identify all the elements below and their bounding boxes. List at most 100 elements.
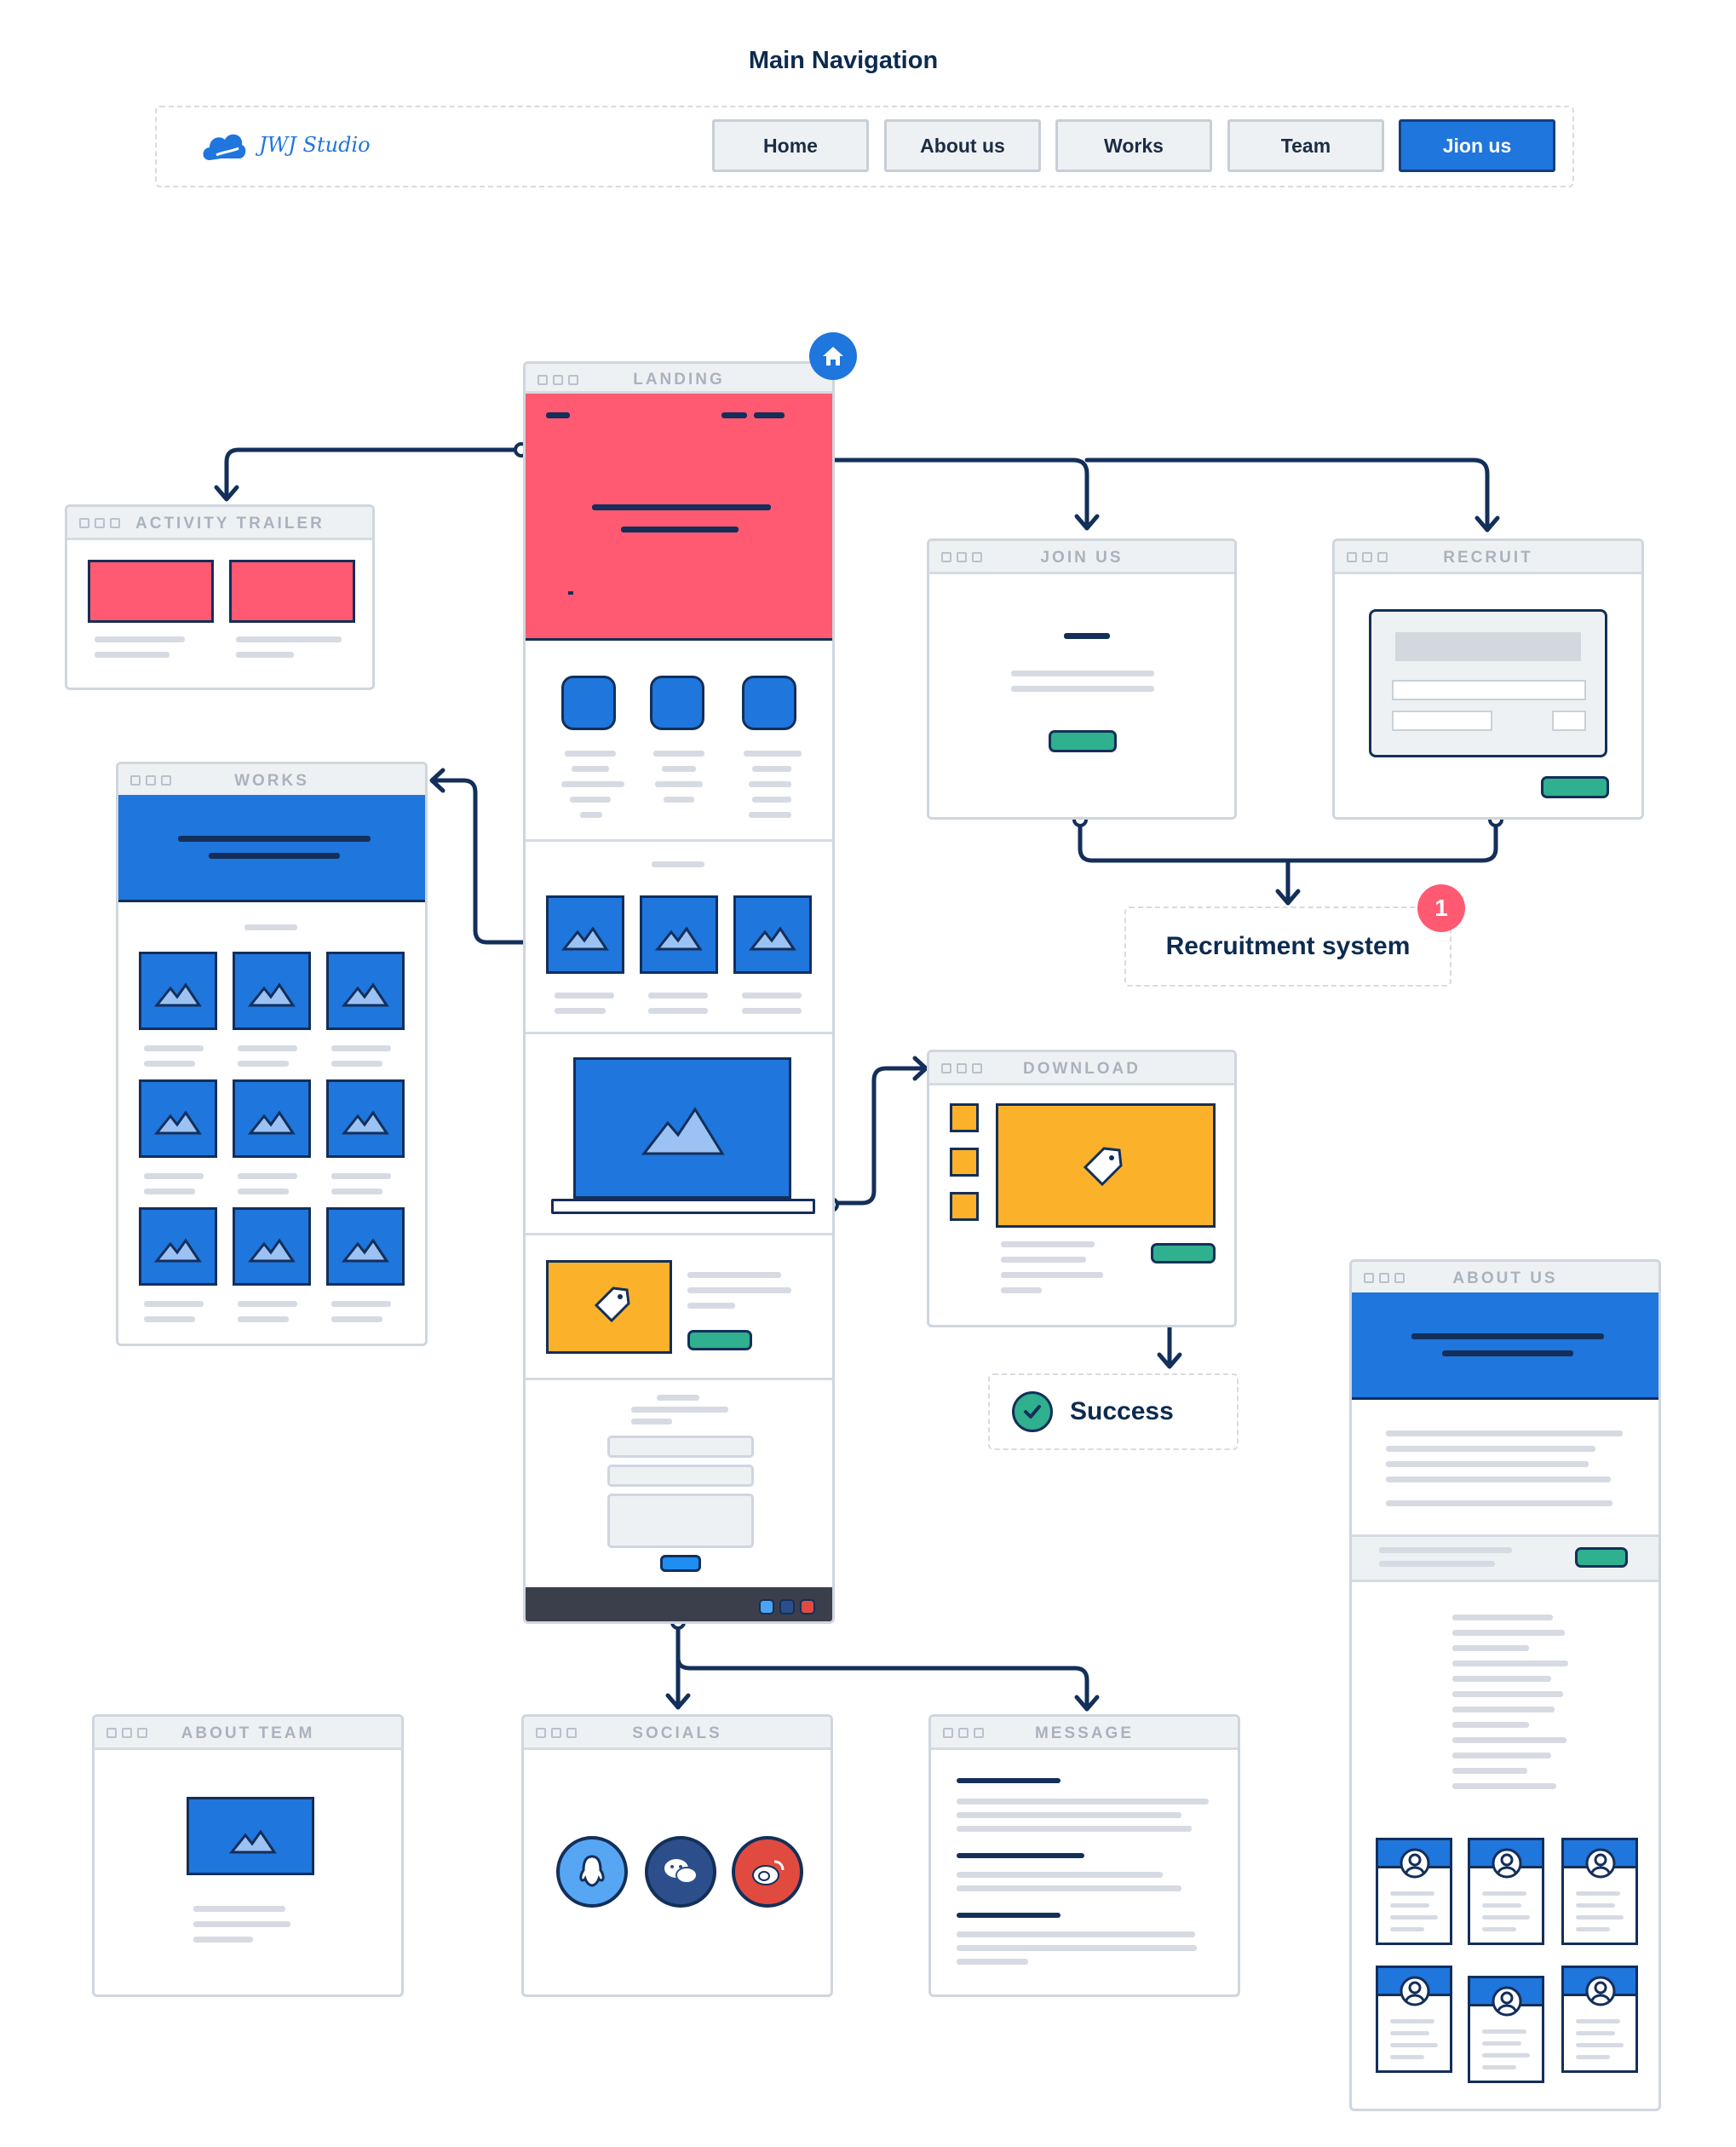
works-image[interactable] bbox=[233, 1079, 311, 1158]
download-thumb-3[interactable] bbox=[950, 1192, 979, 1221]
window-title-download: DOWNLOAD bbox=[1023, 1060, 1141, 1078]
landing-window[interactable]: LANDING bbox=[523, 361, 835, 1624]
user-avatar-icon bbox=[1400, 1976, 1430, 2006]
form-email-field[interactable] bbox=[607, 1465, 754, 1487]
placeholder-line bbox=[144, 1173, 204, 1179]
weibo-icon[interactable] bbox=[732, 1836, 803, 1908]
form-submit-button[interactable] bbox=[660, 1555, 701, 1572]
gallery-image-1[interactable] bbox=[546, 895, 624, 974]
nav-about-us-button[interactable]: About us bbox=[884, 119, 1041, 172]
about-team-window[interactable]: ABOUT TEAM bbox=[92, 1714, 404, 1997]
feature-icon-1 bbox=[561, 676, 616, 730]
gallery-image-2[interactable] bbox=[640, 895, 718, 974]
join-us-button[interactable] bbox=[1049, 730, 1117, 752]
placeholder-line bbox=[144, 1301, 204, 1307]
placeholder-line bbox=[331, 1301, 391, 1307]
works-image[interactable] bbox=[139, 1079, 217, 1158]
success-label: Success bbox=[1070, 1397, 1174, 1425]
placeholder-line bbox=[331, 1045, 391, 1051]
mountain-image-icon bbox=[247, 1238, 296, 1263]
form-name-field[interactable] bbox=[607, 1436, 754, 1458]
footer-social-dot[interactable] bbox=[779, 1599, 795, 1615]
laptop-base bbox=[551, 1199, 815, 1214]
wechat-icon[interactable] bbox=[645, 1836, 716, 1908]
team-member-card[interactable] bbox=[1376, 1966, 1452, 2073]
feature-icon-2 bbox=[650, 676, 704, 730]
team-member-card[interactable] bbox=[1376, 1838, 1452, 1945]
mountain-image-icon bbox=[153, 1110, 202, 1135]
download-thumb-1[interactable] bbox=[950, 1103, 979, 1132]
mountain-image-icon bbox=[341, 1110, 389, 1135]
logo[interactable]: JWJ Studio bbox=[199, 126, 371, 164]
download-thumb-2[interactable] bbox=[950, 1148, 979, 1177]
nav-join-us-button[interactable]: Jion us bbox=[1399, 119, 1555, 172]
works-image[interactable] bbox=[139, 1207, 217, 1286]
works-image[interactable] bbox=[326, 1207, 405, 1286]
recruit-form-header bbox=[1395, 632, 1581, 661]
about-us-cta-button[interactable] bbox=[1575, 1547, 1628, 1568]
window-title-about-us: ABOUT US bbox=[1452, 1269, 1558, 1287]
mountain-image-icon bbox=[153, 982, 202, 1007]
window-title-landing: LANDING bbox=[633, 371, 725, 389]
mountain-image-icon bbox=[341, 1238, 389, 1263]
activity-trailer-window[interactable]: ACTIVITY TRAILER bbox=[65, 504, 375, 690]
nav-home-button[interactable]: Home bbox=[712, 119, 869, 172]
trailer-card-2[interactable] bbox=[229, 560, 355, 623]
recruitment-system-label: Recruitment system bbox=[1124, 907, 1451, 987]
works-banner bbox=[118, 795, 425, 902]
recruit-field-2[interactable] bbox=[1392, 711, 1492, 731]
about-us-window[interactable]: ABOUT US bbox=[1349, 1259, 1661, 2111]
placeholder-line bbox=[238, 1189, 289, 1194]
laptop-screen-image[interactable] bbox=[573, 1057, 791, 1199]
mountain-image-icon bbox=[341, 982, 389, 1007]
main-navigation-bar: JWJ Studio Home About us Works Team Jion… bbox=[155, 106, 1574, 187]
join-us-window[interactable]: JOIN US bbox=[927, 538, 1237, 820]
about-team-image[interactable] bbox=[187, 1797, 314, 1875]
window-title-message: MESSAGE bbox=[1034, 1724, 1135, 1742]
socials-window[interactable]: SOCIALS bbox=[521, 1714, 833, 1997]
gallery-image-3[interactable] bbox=[733, 895, 812, 974]
user-avatar-icon bbox=[1585, 1976, 1616, 2006]
download-button[interactable] bbox=[1151, 1243, 1216, 1263]
team-member-card[interactable] bbox=[1468, 1976, 1544, 2083]
download-window[interactable]: DOWNLOAD bbox=[927, 1050, 1237, 1327]
promo-image[interactable] bbox=[546, 1260, 672, 1354]
success-message: Success bbox=[988, 1373, 1239, 1450]
works-image[interactable] bbox=[326, 1079, 405, 1158]
mountain-image-icon bbox=[654, 926, 703, 951]
mountain-image-icon bbox=[247, 1110, 296, 1135]
works-image[interactable] bbox=[139, 952, 217, 1030]
recruit-submit-button[interactable] bbox=[1541, 776, 1609, 798]
works-image[interactable] bbox=[326, 952, 405, 1030]
form-message-field[interactable] bbox=[607, 1494, 754, 1548]
home-icon[interactable] bbox=[809, 332, 857, 380]
user-avatar-icon bbox=[1492, 1986, 1522, 2017]
qq-icon[interactable] bbox=[556, 1836, 628, 1908]
trailer-card-1[interactable] bbox=[88, 560, 214, 623]
mountain-image-icon bbox=[560, 926, 609, 951]
works-window[interactable]: WORKS bbox=[116, 762, 428, 1346]
works-image[interactable] bbox=[233, 1207, 311, 1286]
connector-download bbox=[829, 1066, 928, 1206]
footer-social-dot[interactable] bbox=[800, 1599, 815, 1615]
placeholder-line bbox=[238, 1301, 297, 1307]
about-us-cta-bar bbox=[1352, 1534, 1658, 1582]
message-window[interactable]: MESSAGE bbox=[928, 1714, 1240, 1997]
promo-button[interactable] bbox=[687, 1330, 752, 1350]
recruit-window[interactable]: RECRUIT bbox=[1332, 538, 1644, 820]
window-title-about-team: ABOUT TEAM bbox=[181, 1724, 315, 1742]
works-image[interactable] bbox=[233, 952, 311, 1030]
window-title-works: WORKS bbox=[234, 772, 309, 790]
recruit-field-1[interactable] bbox=[1392, 680, 1586, 700]
team-member-card[interactable] bbox=[1561, 1966, 1638, 2073]
recruit-field-3[interactable] bbox=[1552, 711, 1586, 731]
team-member-card[interactable] bbox=[1561, 1838, 1638, 1945]
team-member-card[interactable] bbox=[1468, 1838, 1544, 1945]
cloud-logo-icon bbox=[203, 134, 246, 160]
footer-social-dot[interactable] bbox=[759, 1599, 774, 1615]
nav-works-button[interactable]: Works bbox=[1055, 119, 1212, 172]
connector-join-recruit bbox=[796, 413, 1089, 531]
download-preview[interactable] bbox=[996, 1103, 1216, 1228]
nav-team-button[interactable]: Team bbox=[1227, 119, 1384, 172]
placeholder-line bbox=[331, 1316, 382, 1322]
